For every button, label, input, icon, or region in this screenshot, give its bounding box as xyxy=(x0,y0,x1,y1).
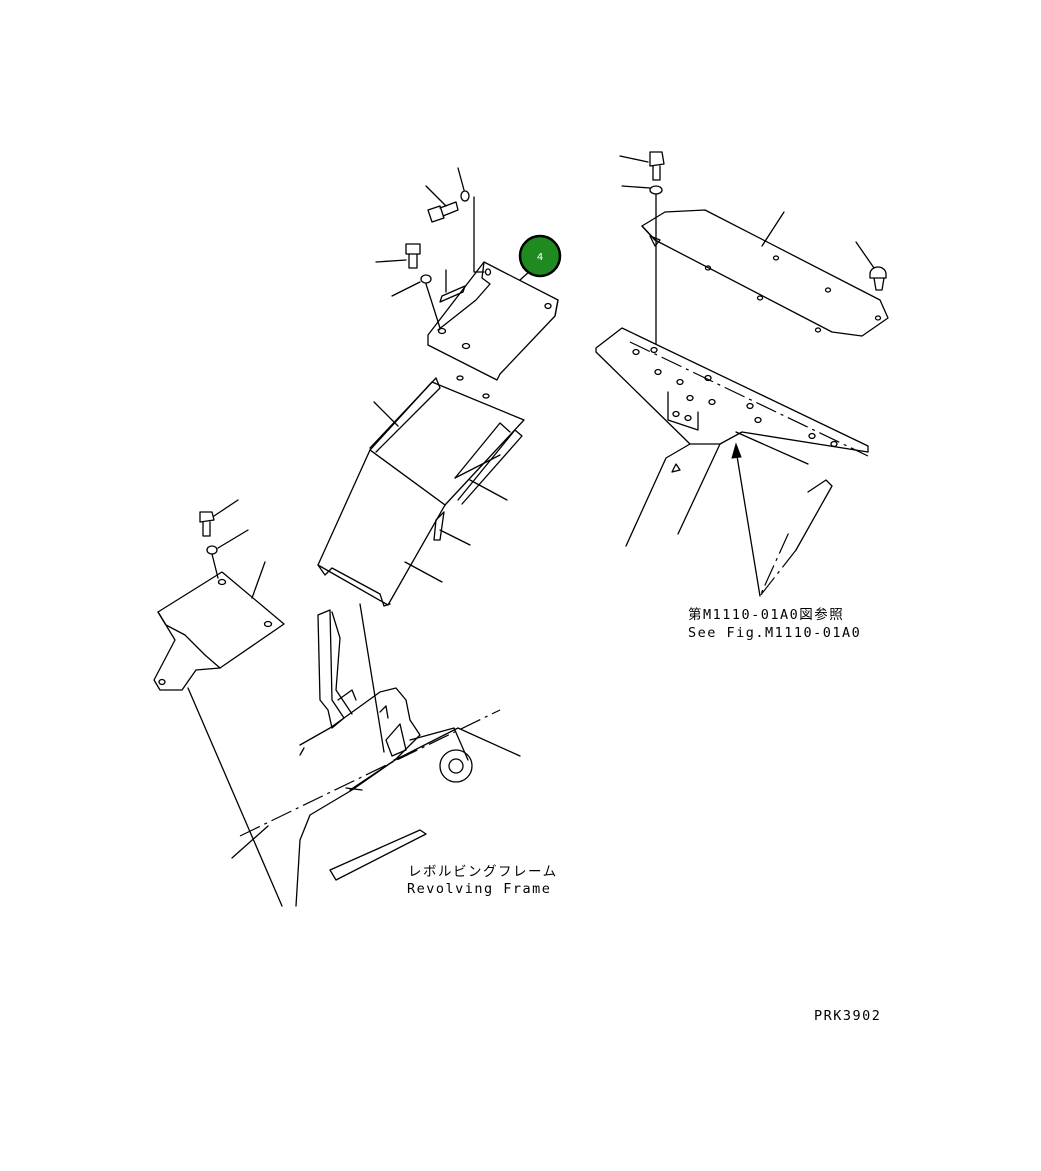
left-plate xyxy=(153,561,285,691)
reference-arrow xyxy=(731,442,761,597)
callout-4-number: 4 xyxy=(537,252,543,263)
bolt-upper-left xyxy=(425,185,459,223)
callout-4-circle xyxy=(518,234,562,278)
right-frame-plate xyxy=(595,327,869,597)
bolt-right xyxy=(619,151,665,351)
bolt-left xyxy=(199,499,249,579)
washer-upper xyxy=(457,167,485,273)
middle-cover xyxy=(317,375,525,607)
see-fig-label-en: See Fig.M1110-01A0 xyxy=(688,625,861,641)
clip-right xyxy=(855,241,887,291)
upper-bracket xyxy=(427,261,559,381)
revolving-frame xyxy=(231,603,521,907)
drawing-code: PRK3902 xyxy=(814,1008,881,1024)
callout-4[interactable]: 4 xyxy=(518,234,562,278)
see-fig-label-jp: 第M1110-01A0図参照 xyxy=(688,606,844,623)
bolt-mid-left xyxy=(375,243,441,329)
revolving-frame-label-en: Revolving Frame xyxy=(407,881,551,897)
revolving-frame-label-jp: レボルビングフレーム xyxy=(408,864,558,880)
right-top-cover xyxy=(641,209,889,337)
